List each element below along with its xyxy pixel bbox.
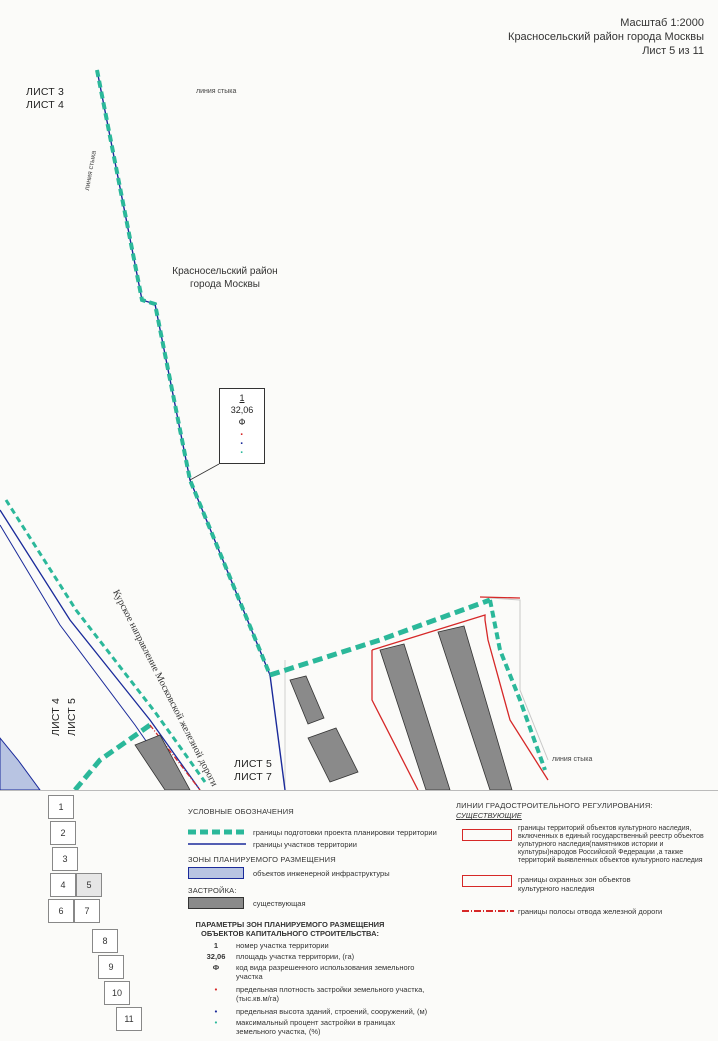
- planning-border-sw: [73, 722, 152, 790]
- heritage-territory-label: границы территорий объектов культурного …: [518, 825, 704, 864]
- plot-parameter-box: 1 32,06 Ф · · ·: [219, 388, 265, 464]
- sheet-cell: 9: [98, 955, 124, 979]
- existing-building-swatch: [188, 897, 244, 909]
- sheet-cell: 10: [104, 981, 130, 1005]
- infrastructure-zone: [0, 737, 41, 790]
- railway-strip-label: границы полосы отвода железной дороги: [518, 907, 663, 916]
- infra-swatch: [188, 867, 244, 879]
- district-label: Красносельский район города Москвы: [172, 266, 278, 290]
- sheet-label-bottom: ЛИСТ 5 ЛИСТ 7: [234, 758, 273, 783]
- building: [379, 643, 451, 790]
- heritage-territory-left: [371, 650, 419, 790]
- reg-lines-subtitle: СУЩЕСТВУЮЩИЕ: [456, 811, 522, 820]
- param-row: Ф код вида разрешенного использования зе…: [212, 963, 415, 981]
- building: [307, 727, 359, 783]
- sheet-label-top-left: ЛИСТ 3 ЛИСТ 4: [26, 86, 65, 111]
- heritage-territory-border: [371, 614, 549, 781]
- heritage-territory-swatch: [462, 829, 512, 841]
- existing-building-label: существующая: [253, 899, 306, 908]
- planning-border-ne: [269, 597, 491, 678]
- heritage-zone-label: границы охранных зон объектов культурног…: [518, 875, 631, 893]
- sheet-label-left-a: ЛИСТ 4: [50, 697, 62, 736]
- sheet-cell: 6: [48, 899, 74, 923]
- building: [289, 675, 325, 725]
- map-header: Масштаб 1:2000 Красносельский район горо…: [508, 16, 704, 58]
- param-row: 32,06 площадь участка территории, (га): [206, 952, 355, 961]
- sheet-label-left-b: ЛИСТ 5: [66, 697, 78, 736]
- buildings-title: ЗАСТРОЙКА:: [188, 886, 237, 895]
- district-title: Красносельский район города Москвы: [508, 31, 704, 43]
- railway-line-left-2: [4, 499, 207, 783]
- planning-border-main: [95, 69, 272, 676]
- planning-map: [0, 69, 549, 790]
- scale-label: Масштаб 1:2000: [620, 17, 704, 29]
- join-line-label-top: линия стыка: [196, 88, 237, 95]
- building: [134, 734, 191, 790]
- reg-lines-title: ЛИНИИ ГРАДОСТРОИТЕЛЬНОГО РЕГУЛИРОВАНИЯ:: [456, 801, 653, 810]
- params-title: ПАРАМЕТРЫ ЗОН ПЛАНИРУЕМОГО РАЗМЕЩЕНИЯ ОБ…: [195, 920, 385, 938]
- plot-number: 1: [239, 393, 245, 403]
- sheet-cell: 11: [116, 1007, 142, 1031]
- sheet-number: Лист 5 из 11: [642, 45, 704, 57]
- param-row: 1 номер участка территории: [213, 941, 329, 950]
- heritage-zone-swatch: [462, 875, 512, 887]
- param-row: • предельная высота зданий, строений, со…: [214, 1007, 428, 1016]
- density-dot-icon: ·: [240, 429, 244, 441]
- sheet-cell-current: 5: [76, 873, 102, 897]
- railway-line-left-1: [0, 509, 201, 790]
- infra-label: объектов инженерной инфраструктуры: [253, 869, 390, 878]
- percent-dot-icon: ·: [240, 447, 244, 459]
- plot-border-main: [96, 69, 286, 790]
- param-row: • максимальный процент застройки в грани…: [214, 1018, 396, 1036]
- planning-border-swatch: [188, 829, 246, 835]
- planning-border-east: [488, 599, 547, 771]
- plot-area: 32,06: [230, 405, 254, 415]
- param-row: • предельная плотность застройки земельн…: [214, 985, 425, 1003]
- height-dot-icon: ·: [240, 438, 244, 450]
- legend-panel: 1 2 3 4 5 6 7 8 9 10 11 УСЛОВНЫЕ ОБОЗНАЧ…: [0, 790, 718, 1041]
- join-line-label-right: линия стыка: [552, 756, 593, 763]
- sheet-cell: 4: [50, 873, 76, 897]
- planning-border-label: границы подготовки проекта планировки те…: [253, 828, 437, 837]
- sheet-cell: 3: [52, 847, 78, 871]
- sheet-cell: 2: [50, 821, 76, 845]
- legend-title: УСЛОВНЫЕ ОБОЗНАЧЕНИЯ: [188, 807, 294, 816]
- plot-border-label: границы участков территории: [253, 840, 357, 849]
- heritage-survey-frame: [489, 597, 549, 761]
- params-list: 1 номер участка территории 32,06 площадь…: [196, 941, 436, 1036]
- sheet-cell: 8: [92, 929, 118, 953]
- heritage-protection-zone: [479, 596, 521, 599]
- railway-strip-swatch: [462, 910, 514, 912]
- sheet-cell: 7: [74, 899, 100, 923]
- zones-title: ЗОНЫ ПЛАНИРУЕМОГО РАЗМЕЩЕНИЯ: [188, 855, 336, 864]
- sheet-cell: 1: [48, 795, 74, 819]
- plot-box-leader: [189, 463, 220, 481]
- plot-border-swatch: [188, 843, 246, 845]
- building: [437, 625, 513, 790]
- plot-code: Ф: [238, 417, 246, 427]
